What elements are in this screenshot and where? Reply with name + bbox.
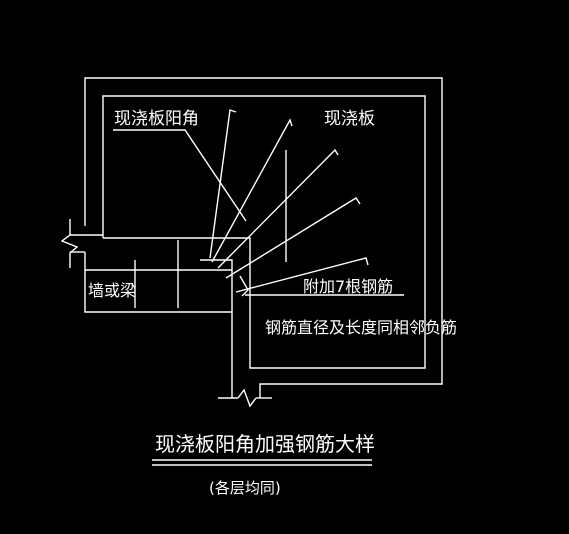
bar-5: [235, 257, 369, 293]
drawing-title: 现浇板阳角加强钢筋大样: [155, 432, 375, 456]
bar-6: [239, 275, 249, 297]
outer-wall-outline: [84, 77, 443, 398]
label-wall-or-beam: 墙或梁: [88, 281, 136, 300]
radial-reinforcement-bars: [209, 109, 369, 297]
title-underline: [152, 459, 372, 466]
label-additional-bars: 附加7根钢筋: [303, 277, 393, 296]
label-bar-note: 钢筋直径及长度同相邻负筋: [265, 318, 457, 337]
left-break-symbol: [60, 219, 103, 268]
bar-4: [225, 197, 361, 279]
drawing-subtitle: (各层均同): [209, 479, 281, 497]
label-slab-corner: 现浇板阳角: [114, 109, 199, 129]
leader-lines: [113, 129, 404, 296]
label-cast-slab: 现浇板: [324, 109, 375, 129]
inner-slab-outline: [102, 95, 426, 369]
bottom-break-symbol: [218, 388, 272, 408]
bar-3: [217, 148, 339, 269]
slab-corner-line: [200, 259, 233, 312]
wall-beam-lines: [85, 240, 232, 308]
bar-1: [209, 109, 237, 259]
leader-slab-corner: [113, 129, 247, 222]
bar-2: [211, 118, 293, 263]
